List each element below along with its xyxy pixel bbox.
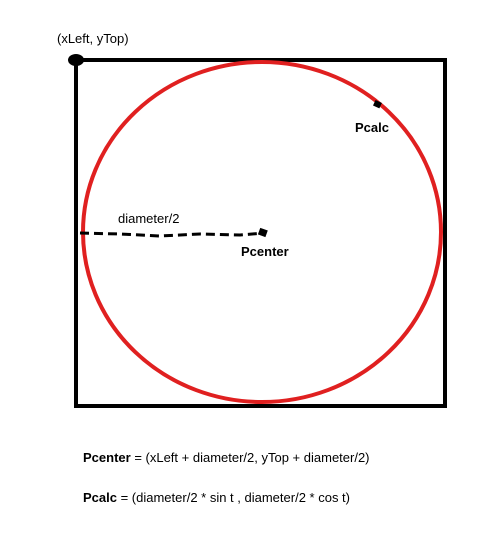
calc-formula-name: Pcalc	[83, 490, 117, 505]
calc-formula-expr: = (diameter/2 * sin t , diameter/2 * cos…	[116, 490, 350, 505]
center-label: Pcenter	[241, 244, 289, 259]
corner-point	[68, 54, 84, 66]
calc-point	[373, 100, 382, 109]
calc-formula: Pcalc = (diameter/2 * sin t , diameter/2…	[83, 490, 350, 505]
bounding-square	[74, 58, 447, 408]
center-formula: Pcenter = (xLeft + diameter/2, yTop + di…	[83, 450, 370, 465]
center-formula-expr: = (xLeft + diameter/2, yTop + diameter/2…	[130, 450, 370, 465]
calc-point-label: Pcalc	[355, 120, 389, 135]
radius-label: diameter/2	[118, 211, 180, 226]
center-formula-name: Pcenter	[83, 450, 131, 465]
center-point	[257, 227, 268, 238]
radius-dashed-line	[79, 231, 265, 238]
corner-label: (xLeft, yTop)	[57, 31, 129, 46]
